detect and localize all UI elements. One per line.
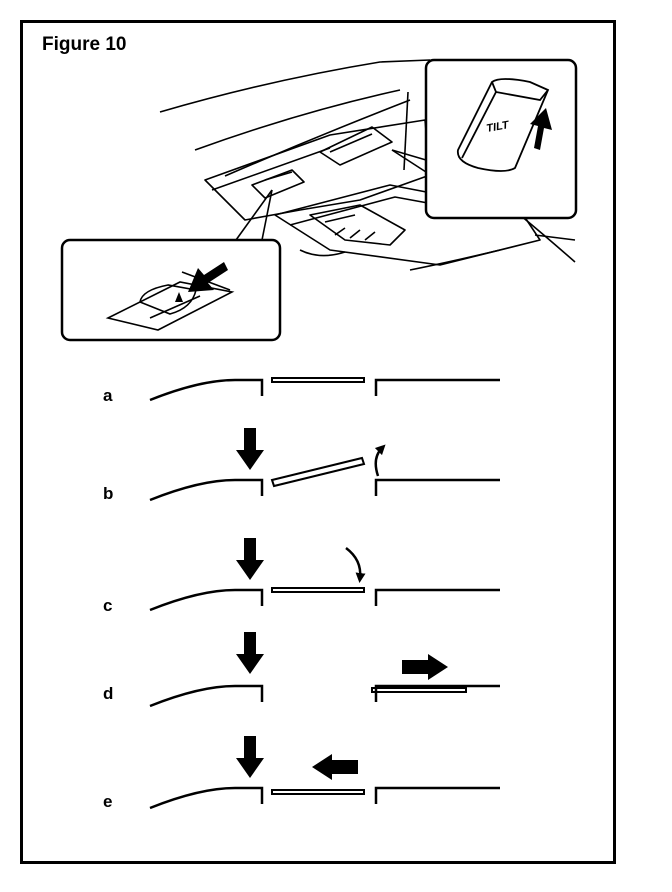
press-down-arrow-c xyxy=(236,538,264,580)
step-e-diagram xyxy=(149,786,500,810)
tilt-down-curl-arrow xyxy=(345,547,366,583)
figure-frame xyxy=(20,20,616,864)
sunroof-glass-tilted xyxy=(270,456,366,488)
step-label-c: c xyxy=(103,596,113,615)
rear-roof-section xyxy=(374,684,500,702)
tilt-press-arrow xyxy=(530,108,552,150)
step-b-diagram xyxy=(149,444,500,502)
front-roof-section xyxy=(149,588,264,612)
slide-close-arrow xyxy=(312,754,358,780)
step-label-e: e xyxy=(103,792,113,811)
press-down-arrow-e xyxy=(236,736,264,778)
step-a-diagram xyxy=(149,377,500,402)
figure-title: Figure 10 xyxy=(42,34,127,55)
front-roof-section xyxy=(149,378,264,402)
front-roof-section xyxy=(149,684,264,708)
tilt-switch-callout: TILT xyxy=(424,58,578,220)
step-label-a: a xyxy=(103,386,113,405)
sunroof-glass-closed xyxy=(271,377,365,383)
front-roof-section xyxy=(149,478,264,502)
front-roof-section xyxy=(149,786,264,810)
overhead-console-illustration xyxy=(159,59,576,271)
tilt-switch-label: TILT xyxy=(485,119,510,135)
rear-roof-section xyxy=(374,786,500,804)
sunroof-glass-closing xyxy=(271,789,365,795)
slide-switch-callout xyxy=(60,238,282,342)
tilt-up-curl-arrow xyxy=(374,444,386,477)
step-c-diagram xyxy=(149,547,500,612)
rear-roof-section xyxy=(374,378,500,396)
rear-roof-section xyxy=(374,478,500,496)
rear-roof-section xyxy=(374,588,500,606)
slide-open-arrow xyxy=(402,654,448,680)
step-label-b: b xyxy=(103,484,114,503)
press-down-arrow-d xyxy=(236,632,264,674)
step-label-d: d xyxy=(103,684,114,703)
press-down-arrow-b xyxy=(236,428,264,470)
callout-leaders xyxy=(235,149,427,241)
sunroof-glass-slid-open xyxy=(371,687,467,693)
slide-press-arrow xyxy=(188,262,228,292)
step-d-diagram xyxy=(149,684,500,708)
sunroof-glass-closed xyxy=(271,587,365,593)
